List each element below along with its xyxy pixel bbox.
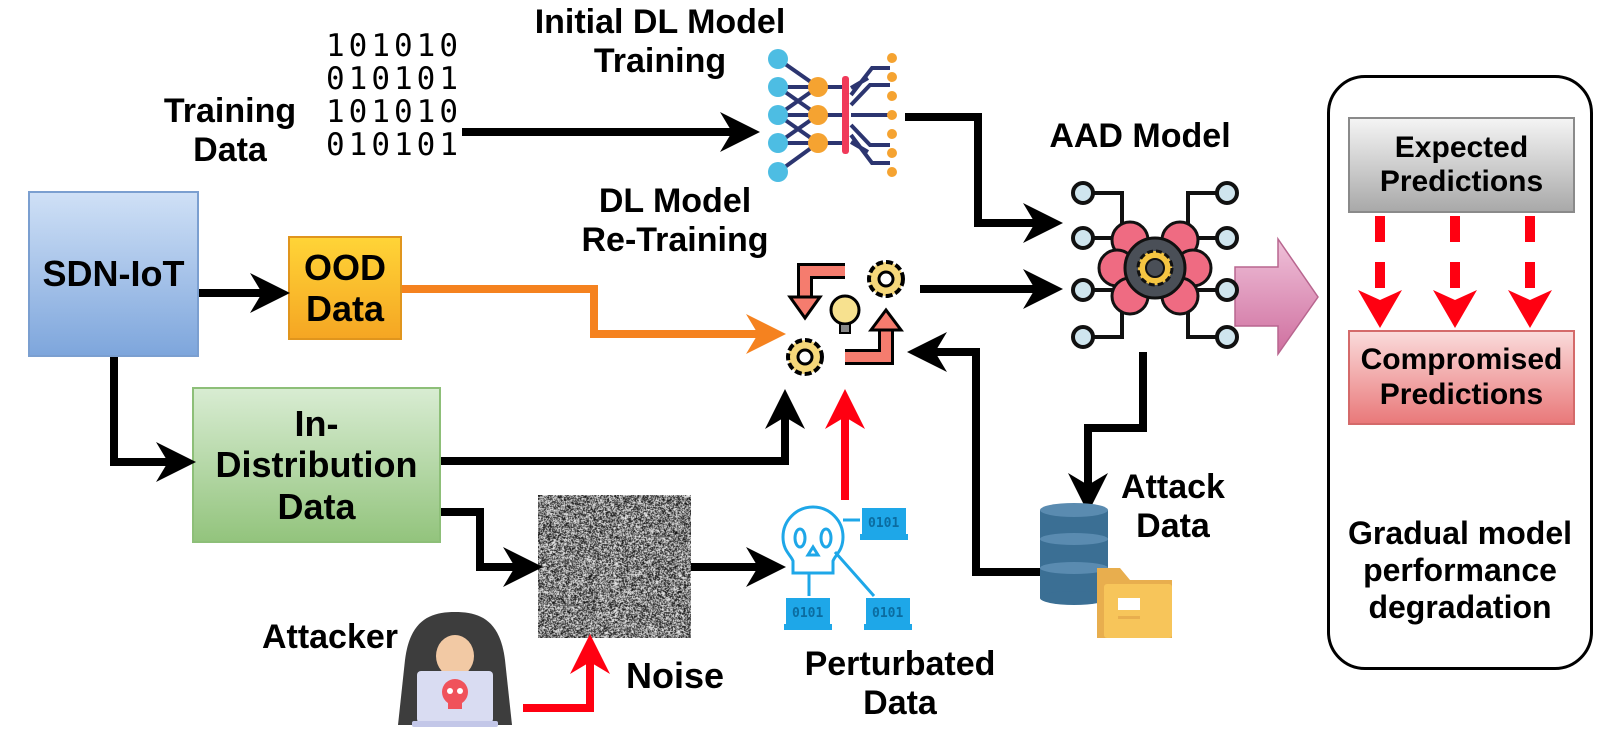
in-distribution-text: In- Distribution Data [215, 402, 418, 527]
hooded-attacker-icon [398, 612, 512, 727]
noise-label: Noise [625, 655, 725, 696]
arrow-dl-to-aad [905, 113, 1063, 243]
degradation-label: Gradual model performance degradation [1347, 515, 1573, 625]
retraining-cycle-icon [786, 260, 905, 376]
ood-data-text: OOD Data [303, 246, 386, 329]
sdn-iot-text: SDN-IoT [42, 253, 185, 295]
arrow-attack-to-retrain [907, 332, 1040, 576]
dashed-arrowhead-1 [1358, 290, 1402, 328]
compromised-predictions-box: Compromised Predictions [1348, 330, 1575, 425]
arrow-ood-to-retrain [402, 285, 786, 354]
binary-data-icon: 101010 010101 101010 010101 [326, 30, 462, 162]
in-distribution-data-box: In- Distribution Data [192, 387, 441, 543]
binary-row: 101010 [326, 28, 462, 64]
dashed-arrowhead-3 [1508, 290, 1552, 328]
arrow-indist-to-noise [441, 508, 543, 587]
svg-text:0101: 0101 [872, 606, 903, 621]
binary-row: 010101 [326, 127, 462, 163]
svg-text:0101: 0101 [868, 516, 899, 531]
binary-row: 010101 [326, 61, 462, 97]
sdn-iot-box: SDN-IoT [28, 191, 199, 357]
folder-icon [1097, 568, 1172, 638]
attack-data-label: Attack Data [1121, 468, 1225, 546]
arrow-attacker-to-noise [523, 634, 610, 712]
neural-network-icon [776, 57, 890, 174]
training-data-label: Training Data [163, 92, 297, 170]
dashed-arrowhead-2 [1433, 290, 1477, 328]
compromised-predictions-text: Compromised Predictions [1360, 343, 1563, 411]
noise-image [538, 495, 691, 638]
svg-text:0101: 0101 [792, 606, 823, 621]
skull-network-icon [781, 505, 876, 597]
binary-row: 101010 [326, 94, 462, 130]
arrow-sdn-to-indist [110, 357, 196, 482]
attacker-label: Attacker [261, 618, 399, 656]
retraining-label: DL Model Re-Training [581, 182, 769, 260]
ai-brain-chip-icon [1087, 191, 1223, 339]
perturbated-data-label: Perturbated Data [804, 645, 996, 723]
arrow-indist-to-retrain [441, 389, 805, 465]
predictions-panel [1327, 75, 1593, 670]
arrow-aad-to-attack [1068, 352, 1147, 513]
expected-predictions-text: Expected Predictions [1379, 130, 1544, 199]
initial-training-label: Initial DL Model Training [534, 3, 786, 81]
pink-block-arrow [1234, 236, 1319, 357]
database-icon [1040, 503, 1108, 605]
expected-predictions-box: Expected Predictions [1348, 117, 1575, 213]
aad-model-label: AAD Model [1049, 117, 1231, 155]
